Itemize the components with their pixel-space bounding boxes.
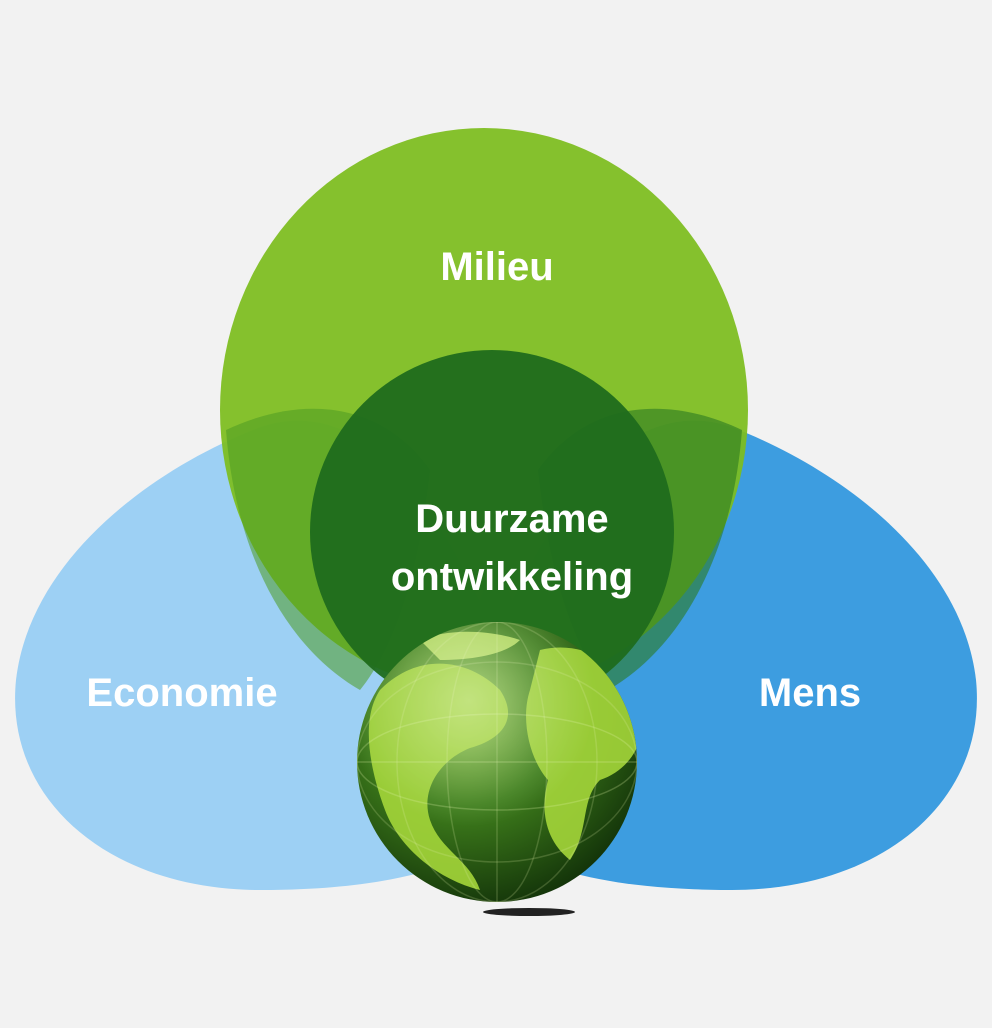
economie-label: Economie: [86, 671, 277, 715]
center-label-line2: ontwikkeling: [391, 555, 633, 599]
center-label-line1: Duurzame: [415, 497, 608, 541]
mens-label: Mens: [759, 671, 861, 715]
milieu-label: Milieu: [440, 245, 553, 289]
globe-icon: [357, 622, 637, 916]
center-shape: [310, 350, 674, 714]
